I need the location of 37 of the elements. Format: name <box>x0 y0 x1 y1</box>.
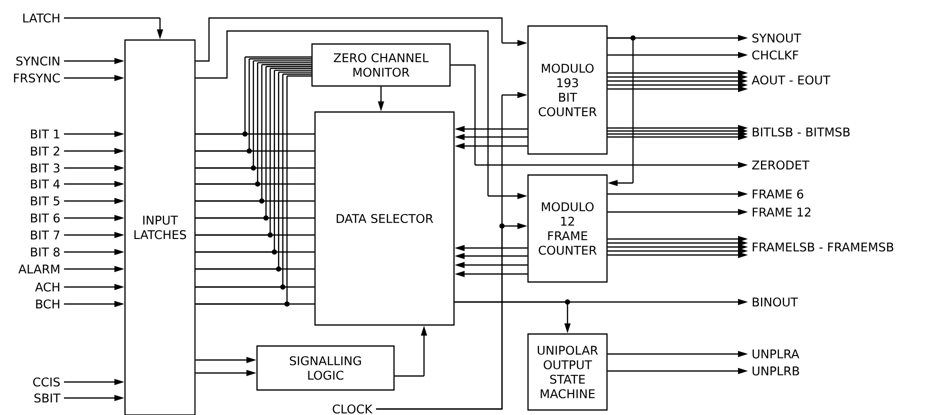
signal-label: BIT 2 <box>31 146 60 156</box>
signal-label: CCIS <box>33 377 60 387</box>
signal-label: ACH <box>35 282 60 292</box>
block-box: MODULO 193 BIT COUNTER <box>527 25 608 155</box>
signal-label: BIT 4 <box>31 180 60 188</box>
signal-label: SYNOUT <box>752 33 802 43</box>
signal-label: BCH <box>36 299 60 309</box>
signal-label: BIT 8 <box>31 247 60 257</box>
signal-label: BINOUT <box>752 297 798 307</box>
signal-label: ZERODET <box>752 160 810 170</box>
arrow <box>608 37 634 186</box>
signal-label: LATCH <box>23 13 60 23</box>
signal-label: FRAME 6 <box>752 189 804 199</box>
signal-label: BIT 3 <box>31 163 60 173</box>
signal-label: AOUT - EOUT <box>752 75 830 85</box>
block-box: UNIPOLAR OUTPUT STATE MACHINE <box>527 333 608 411</box>
signal-label: FRAMELSB - FRAMEMSB <box>752 242 894 252</box>
signal-label: ALARM <box>18 264 60 274</box>
signal-label: BIT 1 <box>31 130 60 138</box>
bus-line <box>196 133 314 305</box>
signal-label: BIT 5 <box>31 196 60 206</box>
signal-label: CHCLKF <box>752 50 798 60</box>
signal-label: BIT 6 <box>31 213 60 223</box>
signal-label: BITLSB - BITMSB <box>752 127 850 137</box>
signal-label: FRAME 12 <box>752 208 810 216</box>
block-box: SIGNALLING LOGIC <box>256 345 395 391</box>
signal-label: BIT 7 <box>31 230 60 240</box>
signal-label: UNPLRA <box>752 350 800 358</box>
block-box: ZERO CHANNEL MONITOR <box>311 43 451 87</box>
block-box: INPUT LATCHES <box>124 39 196 415</box>
signal-label: SBIT <box>34 393 60 403</box>
signal-label: CLOCK <box>332 404 373 414</box>
signal-label: SYNCIN <box>16 56 60 66</box>
block-box: DATA SELECTOR <box>314 111 455 326</box>
block-box: MODULO 12 FRAME COUNTER <box>527 174 608 283</box>
signal-label: UNPLRB <box>752 366 800 376</box>
signal-label: FRSYNC <box>14 73 60 83</box>
